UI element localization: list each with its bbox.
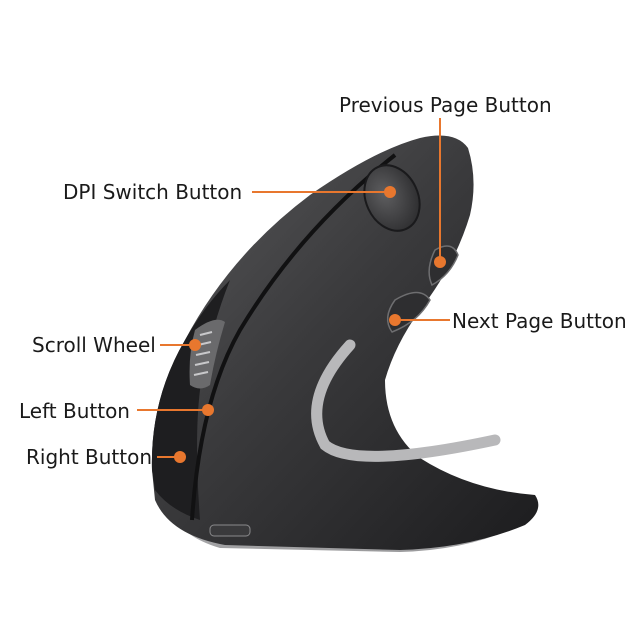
next-page-button-label: Next Page Button: [452, 309, 627, 333]
callout-dot-left: [202, 404, 214, 416]
button-split-line: [190, 153, 397, 521]
dpi-switch-button-label: DPI Switch Button: [63, 180, 243, 204]
scroll-wheel-label: Scroll Wheel: [32, 333, 156, 357]
receiver-slot: [209, 524, 251, 537]
dpi-button-shape: [363, 164, 421, 232]
left-button-label: Left Button: [19, 399, 130, 423]
callout-dot-next: [389, 314, 401, 326]
callout-dot-scroll: [189, 339, 201, 351]
previous-page-button-label: Previous Page Button: [339, 93, 552, 117]
callout-dot-dpi: [384, 186, 396, 198]
scroll-wheel-shape: [189, 319, 225, 389]
thumb-arc: [311, 339, 501, 462]
right-button-label: Right Button: [26, 445, 153, 469]
callout-dot-previous: [434, 256, 446, 268]
callout-dot-right: [174, 451, 186, 463]
